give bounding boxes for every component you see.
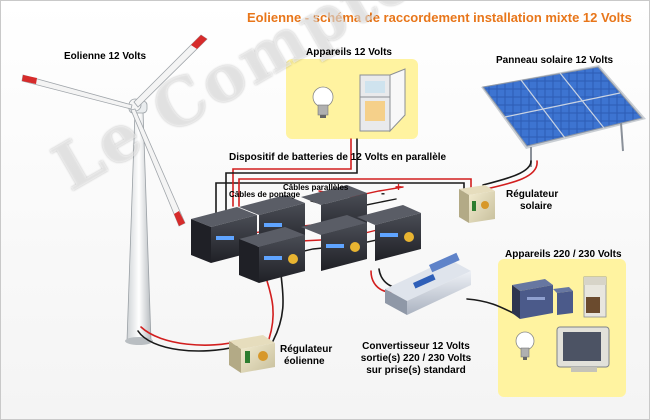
diagram-title: Eolienne - schéma de raccordement instal… [247, 10, 632, 25]
wind-regulator [229, 335, 275, 373]
inverter-label-line2: sortie(s) 220 / 230 Volts [360, 353, 472, 364]
battery [239, 227, 305, 283]
solar-regulator [459, 185, 495, 223]
battery-bank [191, 185, 421, 283]
wind-regulator-label-line1: Régulateur [280, 344, 333, 355]
battery-bank-label: Dispositif de batteries de 12 Volts en p… [229, 152, 447, 163]
solar-panel-label: Panneau solaire 12 Volts [496, 55, 614, 66]
bulb-12v-icon [312, 86, 334, 118]
fridge-icon [359, 68, 406, 133]
bulb-230v-icon [515, 331, 535, 360]
battery [357, 205, 421, 261]
wind-turbine [21, 34, 208, 345]
minus-marker: - [381, 186, 385, 200]
parallel-cables-label: Câbles parallèles [283, 183, 349, 192]
television-icon [556, 326, 610, 372]
wind-regulator-label-line2: éolienne [284, 356, 325, 367]
solar-regulator-label-line2: solaire [520, 201, 553, 212]
hifi-system-icon [512, 279, 573, 319]
appliances-230v-label: Appareils 220 / 230 Volts [505, 249, 622, 260]
solar-regulator-label-line1: Régulateur [506, 189, 559, 200]
inverter-label-line3: sur prise(s) standard [366, 365, 466, 376]
inverter-label-line1: Convertisseur 12 Volts [362, 341, 470, 352]
coffee-maker-icon [583, 276, 607, 318]
battery [301, 215, 367, 271]
solar-regulator-label: Régulateur solaire [506, 189, 558, 213]
wind-turbine-label: Eolienne 12 Volts [64, 51, 147, 62]
bridge-cables-label: Câbles de pontage [229, 190, 301, 199]
inverter-label: Convertisseur 12 Volts sortie(s) 220 / 2… [351, 341, 481, 377]
appliances-12v-label: Appareils 12 Volts [306, 47, 392, 58]
inverter [385, 252, 471, 315]
wind-regulator-label: Régulateur éolienne [280, 344, 332, 368]
plus-marker: + [395, 180, 402, 194]
solar-panel [481, 65, 646, 167]
